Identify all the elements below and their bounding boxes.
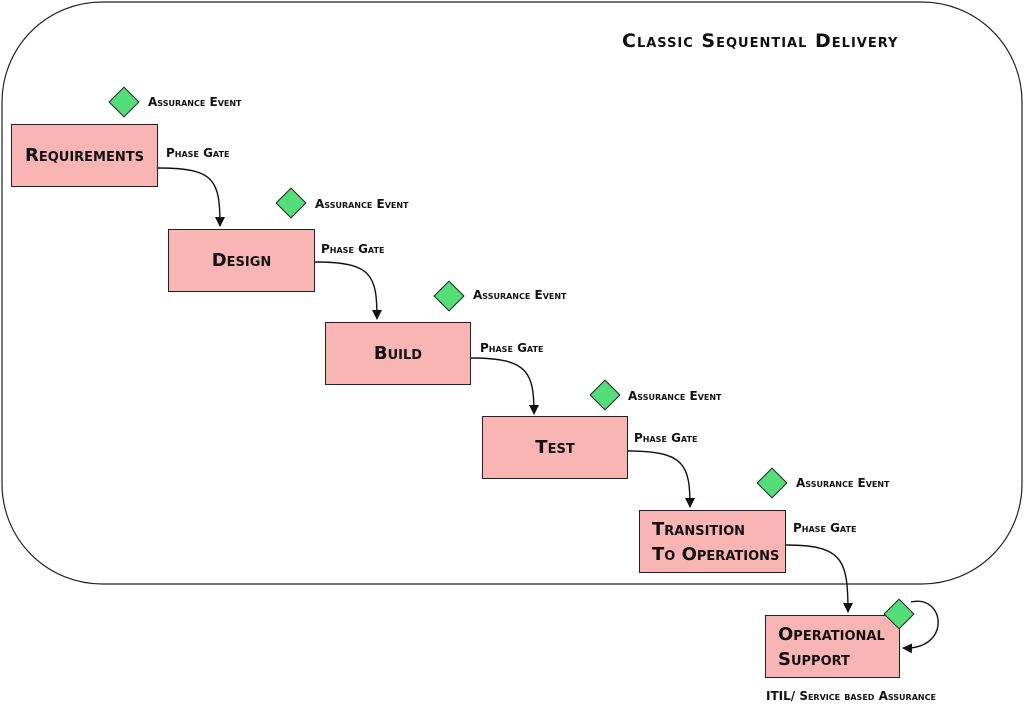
phase-box-design: Design [168, 229, 315, 292]
phase-gate-label: Phase Gate [480, 341, 544, 355]
delivery-boundary [1, 1, 1023, 585]
phase-gate-arrow-3 [470, 357, 539, 415]
phase-label: Transition To Operations [652, 518, 780, 565]
phase-gate-arrow-5 [785, 544, 853, 613]
self-loop-arrow [902, 600, 939, 654]
phase-box-requirements: Requirements [11, 124, 158, 187]
phase-gate-arrow-1 [157, 167, 225, 227]
itil-note: ITIL/ Service based Assurance [766, 689, 936, 703]
assurance-event-label: Assurance Event [473, 288, 567, 302]
phase-label: Design [211, 250, 272, 271]
phase-box-build: Build [325, 322, 471, 385]
assurance-event-label: Assurance Event [148, 95, 242, 109]
assurance-event-label: Assurance Event [628, 389, 722, 403]
phase-gate-label: Phase Gate [166, 146, 230, 160]
phase-label: Build [373, 343, 423, 364]
phase-box-test: Test [482, 416, 628, 479]
assurance-event-label: Assurance Event [315, 197, 409, 211]
phase-gate-arrow-2 [314, 261, 382, 320]
phase-gate-label: Phase Gate [793, 521, 857, 535]
phase-label: Requirements [24, 145, 144, 166]
phase-label: Test [535, 437, 575, 458]
phase-box-transition: Transition To Operations [639, 510, 786, 573]
operational-label: Operational Support [778, 623, 885, 670]
phase-gate-label: Phase Gate [321, 242, 385, 256]
phase-gate-label: Phase Gate [634, 431, 698, 445]
diagram-title: Classic Sequential Delivery [622, 30, 899, 52]
assurance-event-label: Assurance Event [796, 476, 890, 490]
phase-gate-arrow-4 [627, 450, 695, 508]
operational-support-box: Operational Support [765, 615, 900, 678]
